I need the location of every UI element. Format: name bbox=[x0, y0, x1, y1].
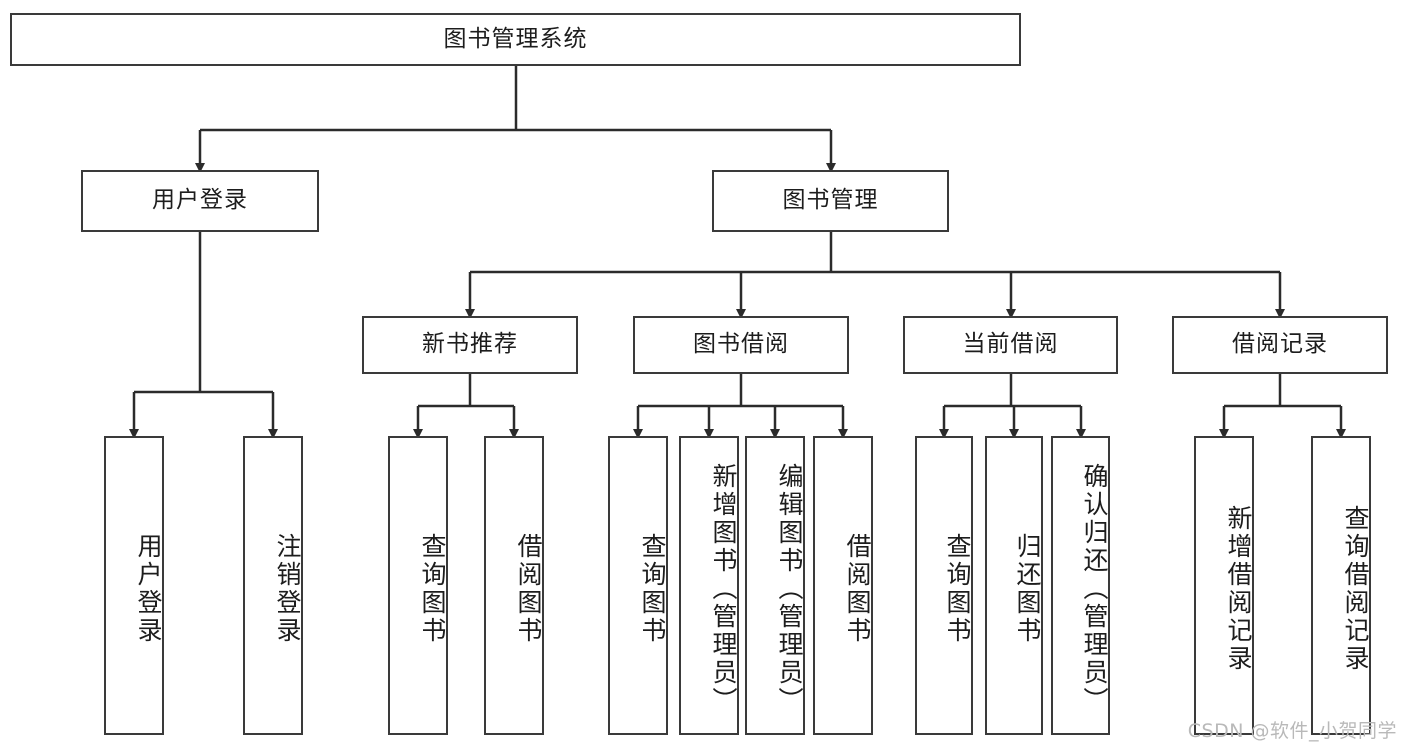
node-label: 借阅图书 bbox=[843, 532, 872, 645]
node-label: 归还图书 bbox=[1013, 532, 1042, 645]
node-leaf_bb_borrow[interactable]: 借阅图书 bbox=[813, 436, 873, 735]
node-book_manage[interactable]: 图书管理 bbox=[712, 170, 949, 232]
node-label: 新书推荐 bbox=[422, 331, 518, 358]
node-label: 图书管理 bbox=[782, 187, 879, 214]
node-leaf_br_query[interactable]: 查询借阅记录 bbox=[1311, 436, 1371, 735]
node-leaf_bb_edit[interactable]: 编辑图书（管理员） bbox=[745, 436, 805, 735]
node-leaf_logout[interactable]: 注销登录 bbox=[243, 436, 303, 735]
node-label: 查询图书 bbox=[943, 532, 972, 645]
node-new_book_rec[interactable]: 新书推荐 bbox=[362, 316, 578, 374]
node-leaf_cb_return[interactable]: 归还图书 bbox=[985, 436, 1043, 735]
node-label: 查询图书 bbox=[638, 532, 667, 645]
node-leaf_nb_query[interactable]: 查询图书 bbox=[388, 436, 448, 735]
node-root[interactable]: 图书管理系统 bbox=[10, 13, 1021, 66]
node-leaf_cb_query[interactable]: 查询图书 bbox=[915, 436, 973, 735]
node-borrow_record[interactable]: 借阅记录 bbox=[1172, 316, 1388, 374]
node-label: 用户登录 bbox=[134, 532, 163, 645]
node-leaf_bb_add[interactable]: 新增图书（管理员） bbox=[679, 436, 739, 735]
node-label: 查询借阅记录 bbox=[1341, 504, 1370, 673]
watermark: CSDN @软件_小贺同学 bbox=[1187, 720, 1397, 742]
node-label: 新增图书（管理员） bbox=[709, 462, 738, 715]
node-label: 当前借阅 bbox=[962, 331, 1059, 358]
node-book_borrow[interactable]: 图书借阅 bbox=[633, 316, 849, 374]
node-user_login[interactable]: 用户登录 bbox=[81, 170, 319, 232]
node-leaf_cb_confirm[interactable]: 确认归还（管理员） bbox=[1051, 436, 1110, 735]
node-label: 注销登录 bbox=[273, 532, 302, 645]
node-leaf_bb_query[interactable]: 查询图书 bbox=[608, 436, 668, 735]
node-label: 图书借阅 bbox=[693, 331, 789, 358]
node-label: 查询图书 bbox=[418, 532, 447, 645]
node-leaf_br_add[interactable]: 新增借阅记录 bbox=[1194, 436, 1254, 735]
node-label: 图书管理系统 bbox=[443, 25, 588, 52]
node-leaf_nb_borrow[interactable]: 借阅图书 bbox=[484, 436, 544, 735]
node-label: 确认归还（管理员） bbox=[1080, 462, 1109, 715]
node-label: 用户登录 bbox=[152, 187, 248, 214]
edge-paths bbox=[129, 66, 1346, 439]
node-label: 编辑图书（管理员） bbox=[775, 462, 804, 715]
node-leaf_user_login[interactable]: 用户登录 bbox=[104, 436, 164, 735]
node-cur_borrow[interactable]: 当前借阅 bbox=[903, 316, 1118, 374]
node-label: 新增借阅记录 bbox=[1224, 504, 1253, 673]
node-label: 借阅图书 bbox=[514, 532, 543, 645]
node-label: 借阅记录 bbox=[1232, 331, 1328, 358]
